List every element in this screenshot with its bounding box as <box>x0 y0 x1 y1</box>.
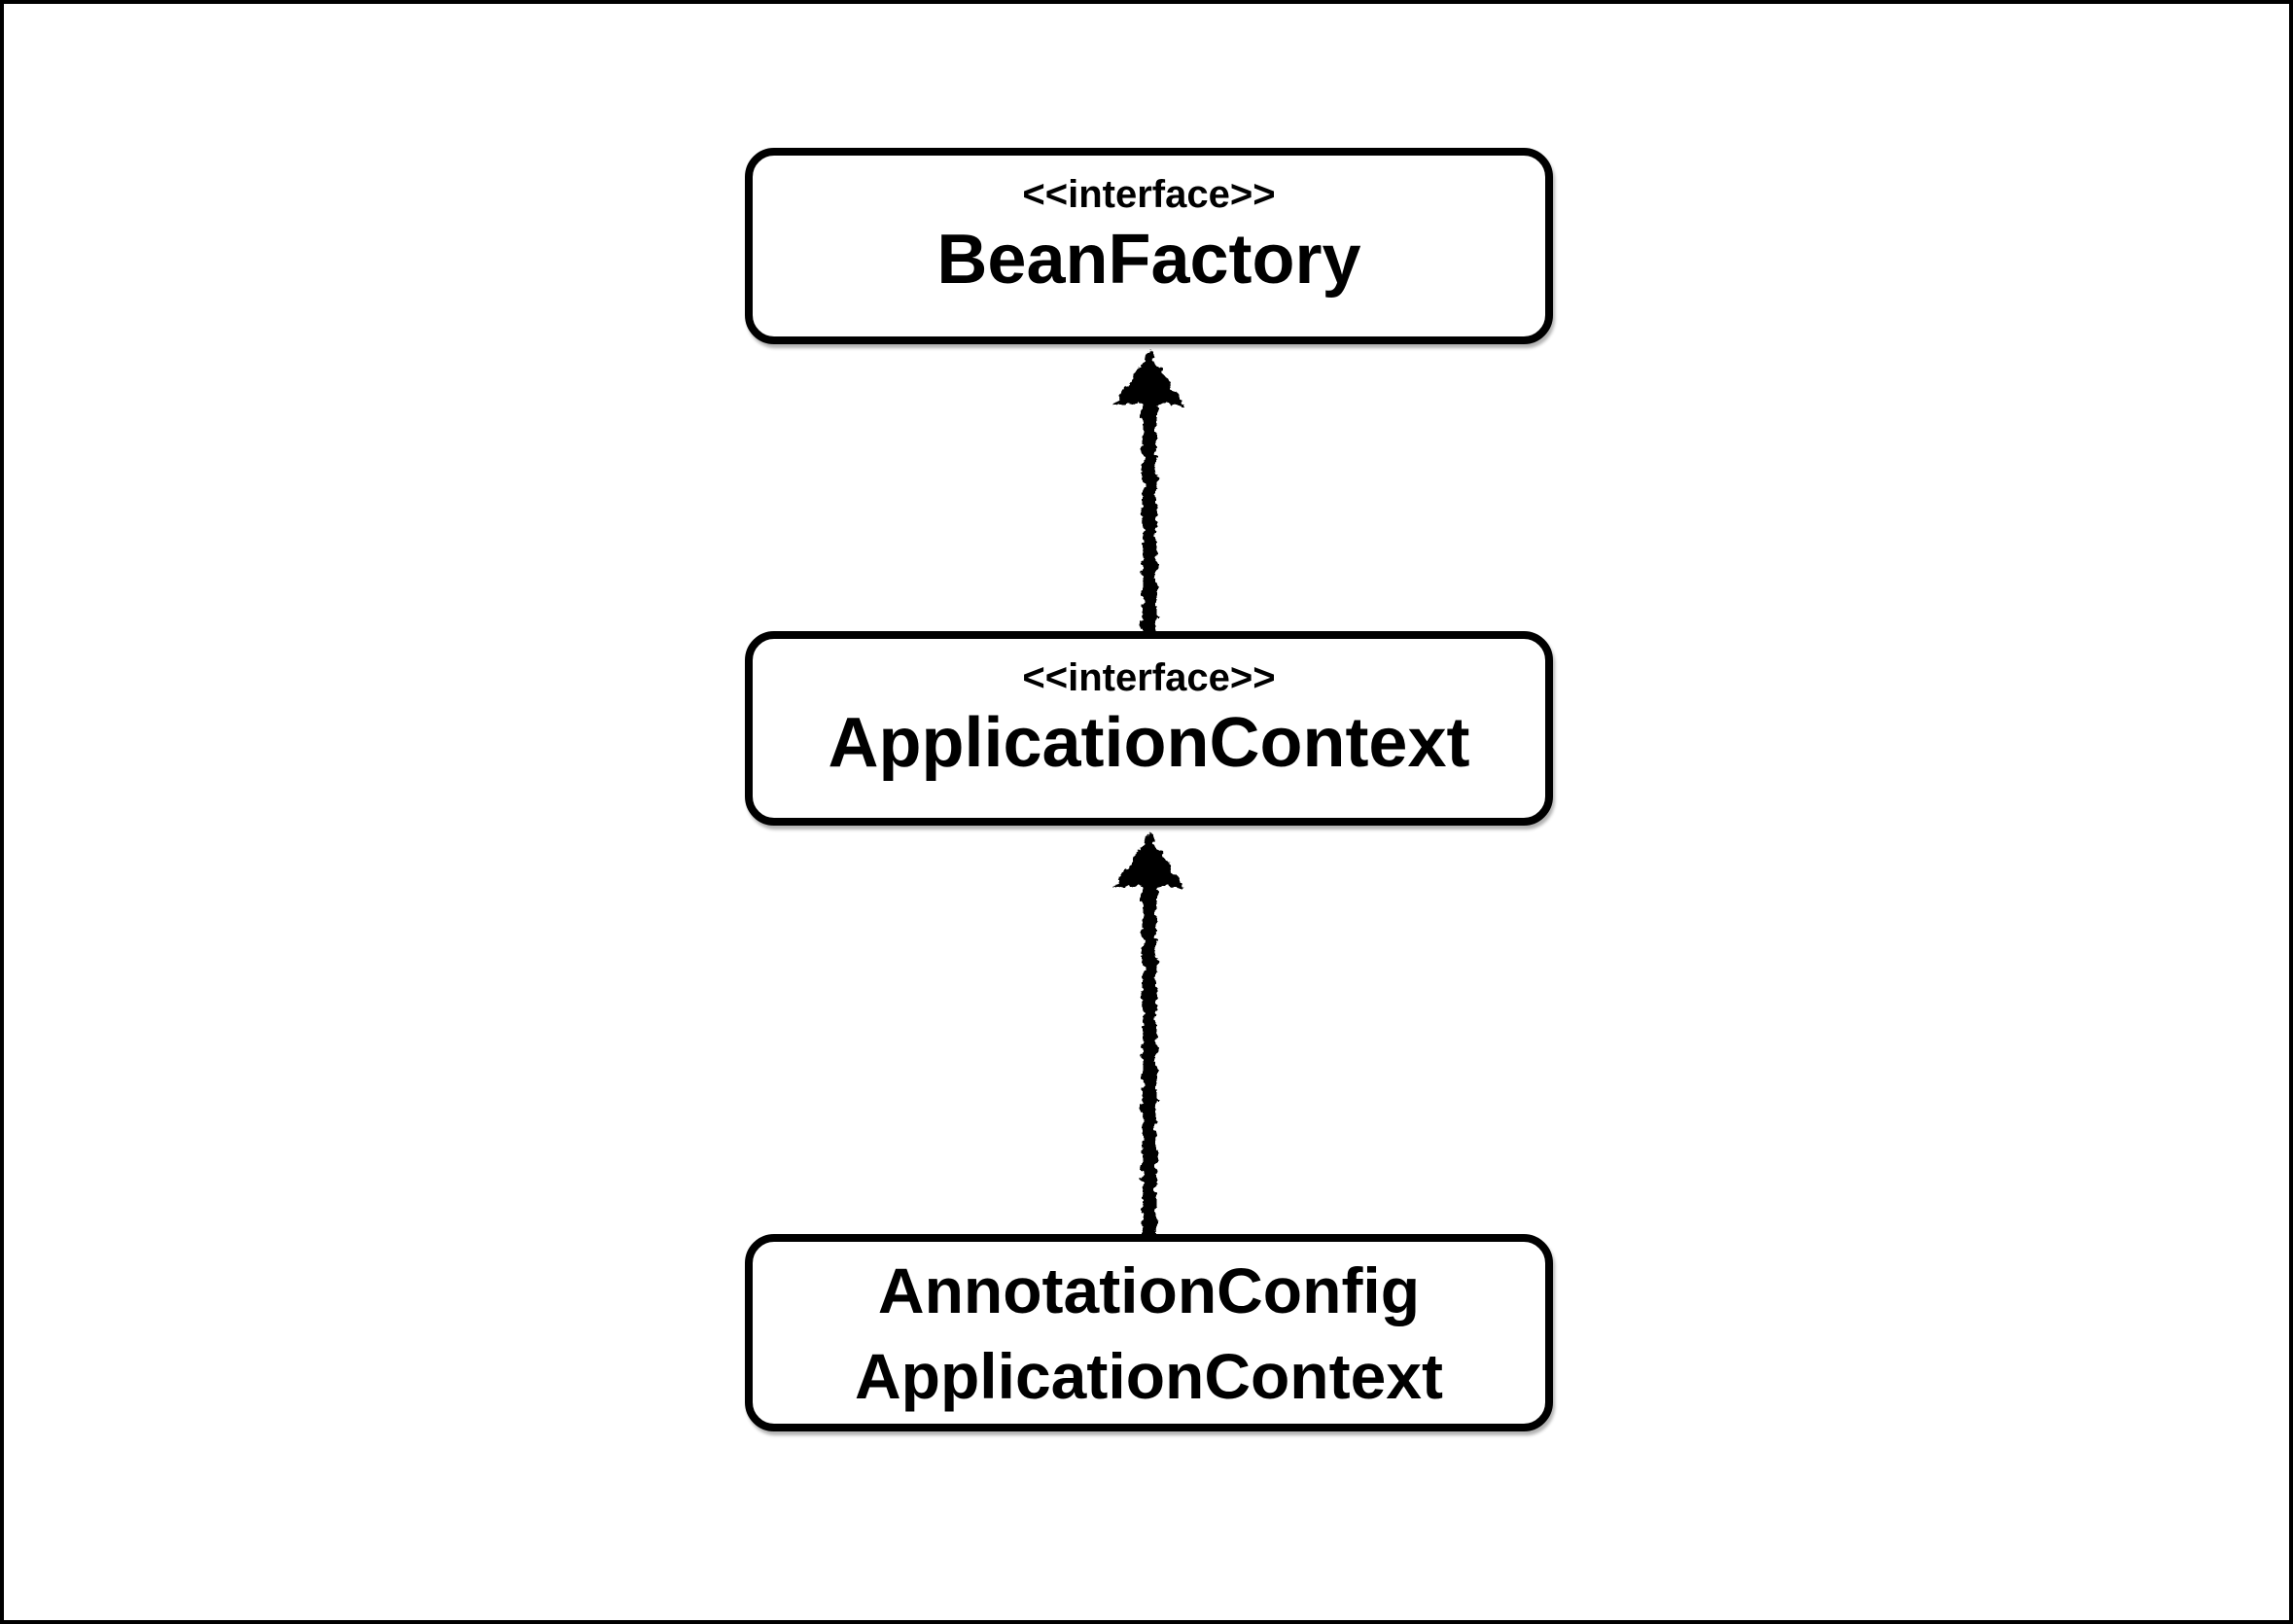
stereotype-label: <<interface>> <box>1022 656 1276 699</box>
uml-class-box-annotation-config-application-context: AnnotationConfig ApplicationContext <box>745 1234 1553 1431</box>
uml-class-box-bean-factory: <<interface>> BeanFactory <box>745 148 1553 344</box>
inheritance-arrow-annotation-config-to-application-context <box>1115 832 1183 1236</box>
arrowhead-and-shaft <box>1115 832 1183 1236</box>
stereotype-label: <<interface>> <box>1022 173 1276 216</box>
triangle-arrowhead-icon <box>1115 832 1183 887</box>
class-name-line-1: AnnotationConfig <box>877 1253 1421 1326</box>
arrow-shaft <box>1143 879 1156 1236</box>
class-name-line-2: ApplicationContext <box>855 1339 1443 1412</box>
uml-class-box-application-context: <<interface>> ApplicationContext <box>745 631 1553 826</box>
inheritance-arrow-application-context-to-bean-factory <box>1115 350 1183 634</box>
triangle-arrowhead-icon <box>1115 350 1183 405</box>
arrowhead-and-shaft <box>1115 350 1183 634</box>
class-name-bean-factory: BeanFactory <box>936 221 1361 299</box>
arrow-shaft <box>1143 397 1156 634</box>
class-name-application-context: ApplicationContext <box>828 704 1470 782</box>
